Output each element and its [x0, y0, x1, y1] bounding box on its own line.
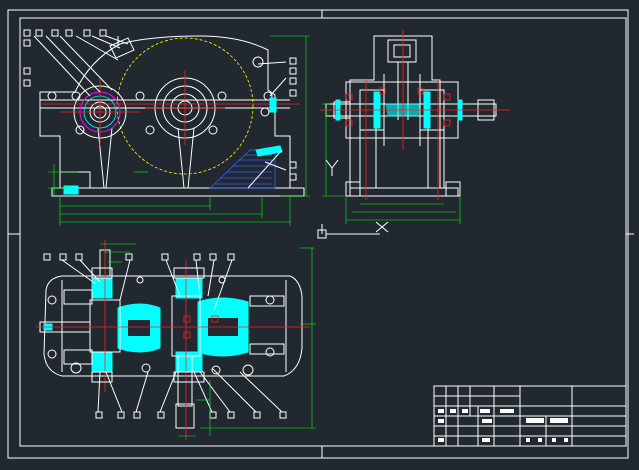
drawing-frame	[7, 9, 634, 459]
dimensions-front	[48, 35, 310, 226]
front-view	[23, 29, 310, 226]
dimensions-side	[322, 103, 461, 224]
top-section-view	[36, 240, 316, 440]
gear-pitch-circle	[116, 37, 254, 175]
leader-lines-top	[61, 259, 283, 413]
side-view	[317, 30, 510, 239]
leader-lines-front	[33, 35, 287, 171]
title-block	[433, 385, 627, 447]
bolt-holes	[47, 56, 273, 135]
dimensions-top	[100, 243, 316, 437]
